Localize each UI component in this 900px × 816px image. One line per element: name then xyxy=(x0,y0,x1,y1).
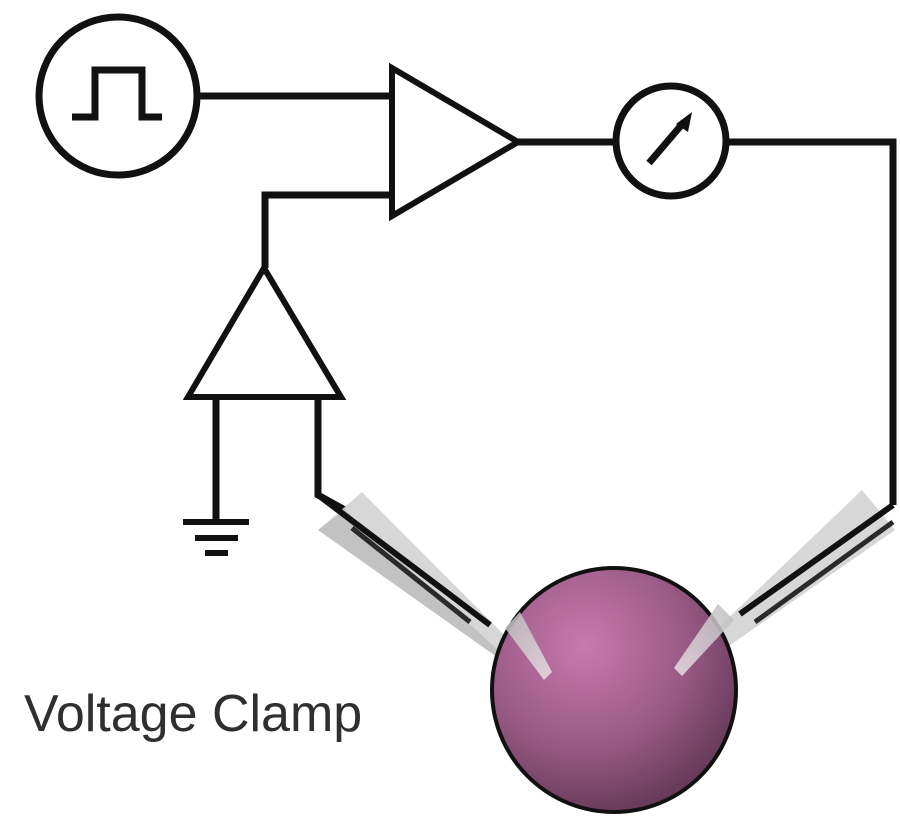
sensing-amplifier xyxy=(182,262,347,400)
pulse-generator-body xyxy=(35,13,201,179)
cell xyxy=(490,566,738,814)
right-electrode-tip xyxy=(674,604,734,676)
right-electrode xyxy=(676,490,895,676)
left-electrode-tip xyxy=(505,612,552,680)
diagram-caption: Voltage Clamp xyxy=(24,685,363,743)
ammeter-icon xyxy=(612,82,730,200)
pulse-generator xyxy=(35,13,201,179)
clamp-amplifier xyxy=(389,62,524,222)
wire-feedback-to-amplifier xyxy=(261,191,392,268)
wire-to-left-electrode xyxy=(314,397,347,514)
square-pulse-icon xyxy=(72,66,162,121)
wire-meter-to-right-electrode xyxy=(728,138,897,505)
ground-icon xyxy=(183,519,249,556)
left-electrode xyxy=(316,492,545,684)
circuit-wires xyxy=(197,92,897,522)
